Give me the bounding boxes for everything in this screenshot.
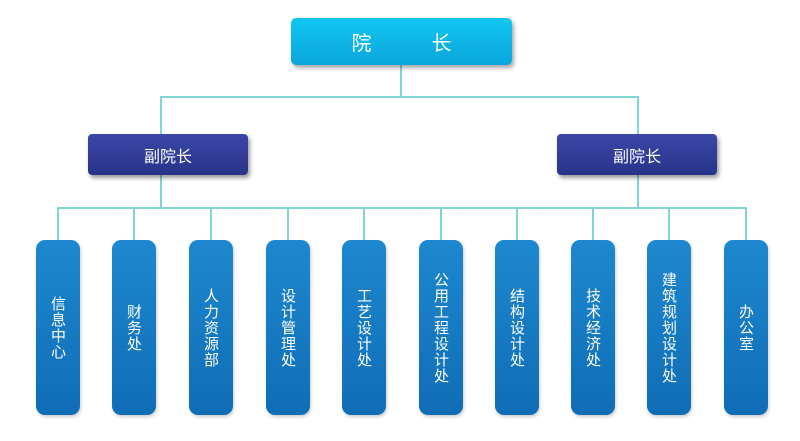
department-box-human-resources: 人力资源部 [189,240,233,415]
connector-departments-horizontal [57,207,746,209]
connector-department-drop [440,207,442,240]
department-box-office: 办公室 [724,240,768,415]
department-box-technical-economics: 技术经济处 [571,240,615,415]
department-box-architecture-planning: 建筑规划设计处 [647,240,691,415]
connector-deputies-horizontal [160,96,638,98]
connector-department-drop [287,207,289,240]
connector-deputy-left-to-bus [160,175,162,208]
head-title-part2: 长 [431,31,452,55]
deputy-box-right: 副院长 [557,134,717,175]
department-box-finance: 财务处 [112,240,156,415]
connector-department-drop [592,207,594,240]
department-box-information-center: 信息中心 [36,240,80,415]
department-box-process-design: 工艺设计处 [342,240,386,415]
connector-department-drop [133,207,135,240]
connector-department-drop [210,207,212,240]
connector-department-drop [363,207,365,240]
connector-department-drop [745,207,747,240]
connector-department-drop [668,207,670,240]
department-box-utility-engineering: 公用工程设计处 [419,240,463,415]
deputy-box-left: 副院长 [88,134,248,175]
head-title-part1: 院 [351,31,372,55]
connector-deputy-right-down [637,96,639,134]
connector-department-drop [57,207,59,240]
connector-deputy-right-to-bus [637,175,639,208]
connector-head-down [400,65,402,97]
head-box: 院 长 [291,18,512,65]
connector-department-drop [516,207,518,240]
connector-deputy-left-down [160,96,162,134]
department-box-structural-design: 结构设计处 [495,240,539,415]
department-box-design-management: 设计管理处 [266,240,310,415]
